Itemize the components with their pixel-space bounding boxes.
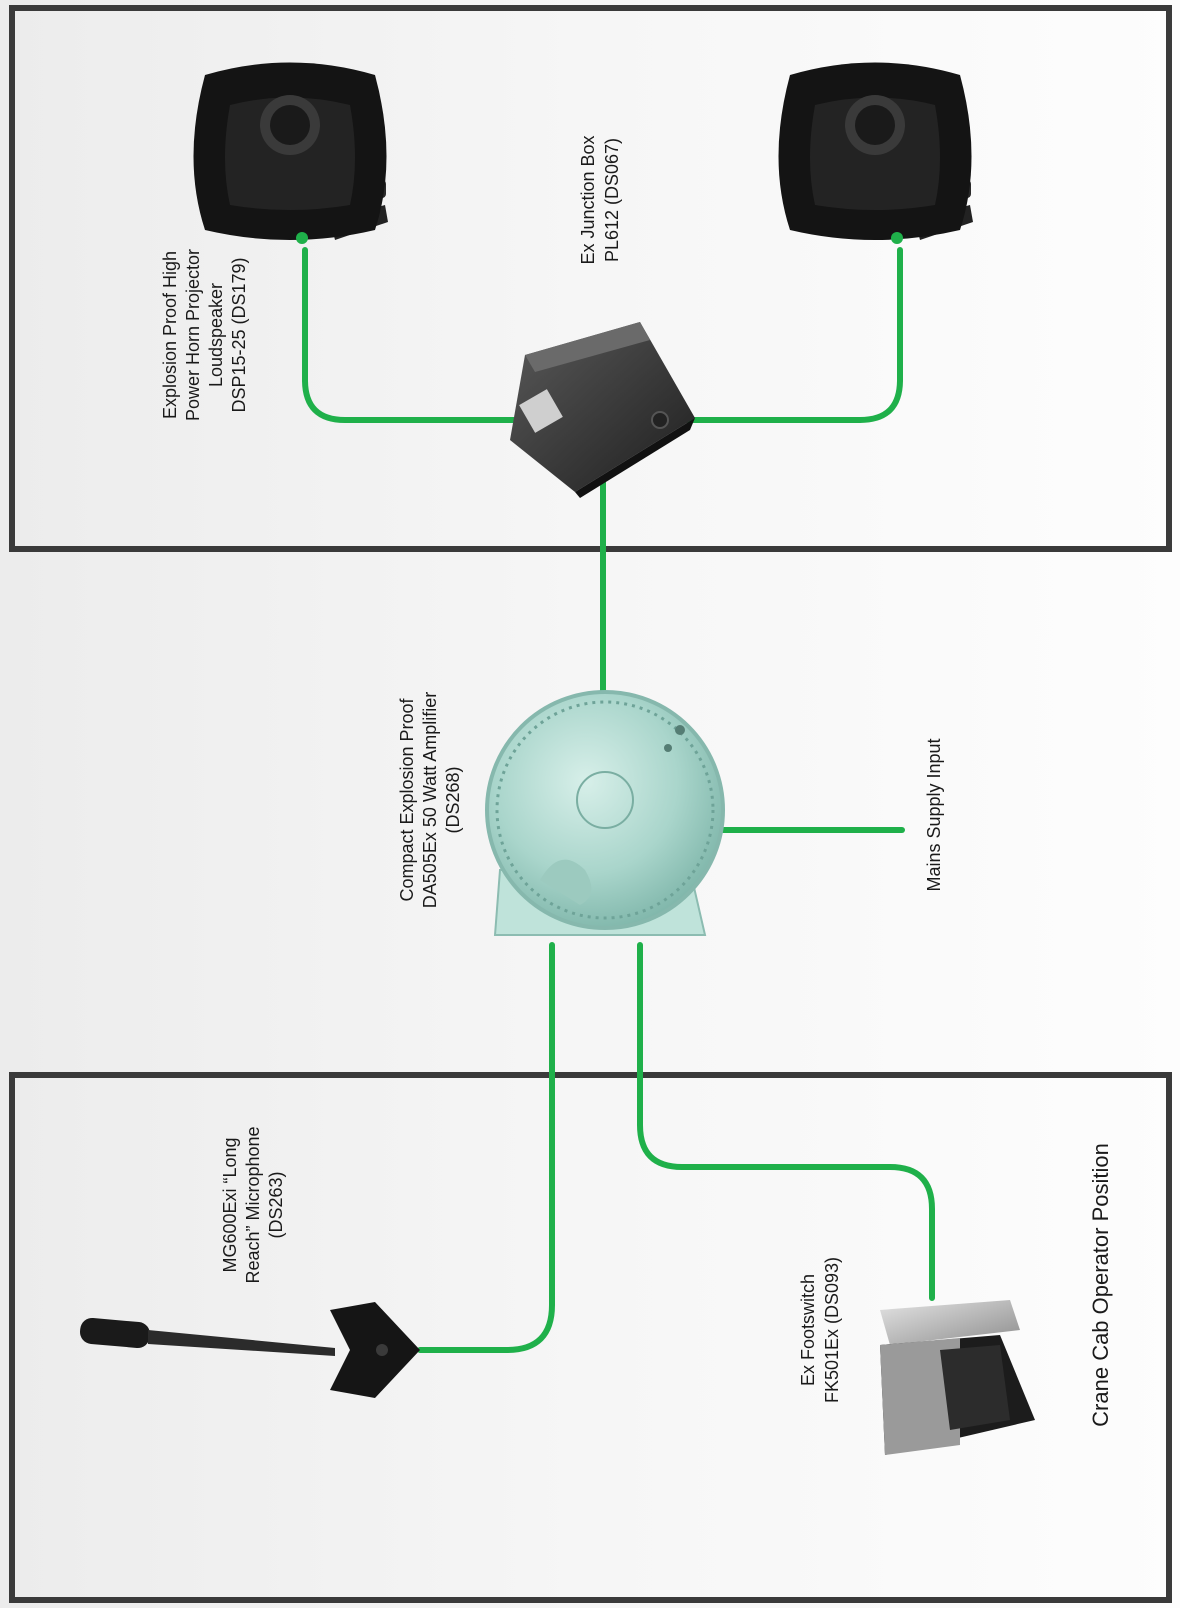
cable-left-speaker — [305, 250, 520, 420]
microphone-icon — [79, 1302, 420, 1398]
svg-text:Loudspeaker: Loudspeaker — [206, 283, 226, 387]
horn-loudspeaker-icon — [194, 63, 389, 245]
svg-text:PL612 (DS067): PL612 (DS067) — [602, 138, 622, 262]
svg-text:(DS268): (DS268) — [443, 766, 463, 833]
svg-text:FK501Ex (DS093): FK501Ex (DS093) — [822, 1257, 842, 1403]
microphone-label: MG600Exi “Long Reach” Microphone (DS263) — [220, 1126, 286, 1283]
svg-text:Mains Supply Input: Mains Supply Input — [924, 738, 944, 891]
svg-text:Reach” Microphone: Reach” Microphone — [243, 1126, 263, 1283]
svg-text:MG600Exi “Long: MG600Exi “Long — [220, 1137, 240, 1272]
svg-text:Ex Junction Box: Ex Junction Box — [578, 135, 598, 264]
svg-text:Compact Explosion Proof: Compact Explosion Proof — [397, 697, 417, 901]
cable-right-speaker — [688, 250, 900, 420]
svg-text:DA505Ex 50 Watt Amplifier: DA505Ex 50 Watt Amplifier — [420, 692, 440, 908]
junction-box-label: Ex Junction Box PL612 (DS067) — [578, 135, 622, 264]
cable-microphone — [420, 945, 552, 1350]
junction-box-icon — [510, 322, 695, 498]
mains-supply-label: Mains Supply Input — [924, 738, 944, 891]
cable-footswitch — [640, 945, 932, 1298]
footswitch-label: Ex Footswitch FK501Ex (DS093) — [798, 1257, 842, 1403]
svg-text:DSP15-25 (DS179): DSP15-25 (DS179) — [229, 257, 249, 412]
amplifier-icon — [487, 692, 723, 935]
svg-text:(DS263): (DS263) — [266, 1171, 286, 1238]
svg-text:Power Horn Projector: Power Horn Projector — [183, 249, 203, 421]
svg-text:Explosion Proof High: Explosion Proof High — [160, 251, 180, 419]
footswitch-icon — [880, 1300, 1035, 1455]
horn-loudspeaker-icon — [779, 63, 974, 245]
svg-text:Crane Cab Operator Position: Crane Cab Operator Position — [1088, 1143, 1113, 1427]
svg-text:Ex Footswitch: Ex Footswitch — [798, 1274, 818, 1386]
cab-position-label: Crane Cab Operator Position — [1088, 1143, 1113, 1427]
amplifier-label: Compact Explosion Proof DA505Ex 50 Watt … — [397, 692, 463, 908]
loudspeaker-label: Explosion Proof High Power Horn Projecto… — [160, 249, 249, 421]
